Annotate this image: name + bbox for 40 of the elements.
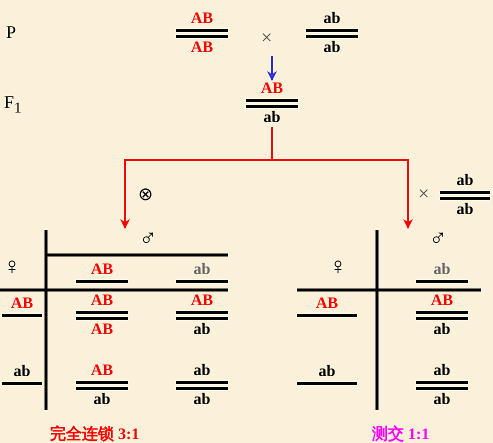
gamete-label: ab xyxy=(2,363,42,385)
text-label: 测交 1:1 xyxy=(372,425,430,443)
allele-label: ab xyxy=(322,39,342,57)
text-label: 完全连锁 3:1 xyxy=(50,425,140,443)
arrow xyxy=(267,56,277,81)
allele-label: AB xyxy=(90,292,114,310)
allele-label: AB xyxy=(260,80,284,98)
allele-label: ab xyxy=(92,391,112,409)
gamete-label: AB xyxy=(76,261,128,283)
text-label: F$_{1}$ xyxy=(4,92,22,119)
gamete-label: AB xyxy=(297,295,357,317)
allele-label: AB xyxy=(190,39,214,57)
text-label: ♂ xyxy=(429,229,447,249)
allele-label: ab xyxy=(192,391,212,409)
gamete-label: ab xyxy=(416,261,468,283)
allele-label: AB xyxy=(90,362,114,380)
allele-label: AB xyxy=(190,292,214,310)
arrow xyxy=(271,127,413,229)
allele-label: ab xyxy=(322,10,342,28)
allele-label: AB xyxy=(430,292,454,310)
text-label: ♀ xyxy=(3,257,21,277)
text-label: × xyxy=(418,184,430,204)
allele-label: ab xyxy=(262,109,282,127)
allele-label: ab xyxy=(432,391,452,409)
allele-label: ab xyxy=(192,321,212,339)
allele-label: AB xyxy=(90,321,114,339)
allele-label: ab xyxy=(432,362,452,380)
gamete-label: AB xyxy=(2,295,42,317)
gamete-label: ab xyxy=(176,261,228,283)
text-label: × xyxy=(261,28,272,48)
text-label: ⊗ xyxy=(138,184,153,204)
allele-label: ab xyxy=(192,362,212,380)
text-label: P xyxy=(6,22,16,42)
allele-label: ab xyxy=(456,201,474,219)
gamete-label: ab xyxy=(297,363,357,385)
text-label: ♀ xyxy=(329,257,347,277)
allele-label: AB xyxy=(190,10,214,28)
allele-label: ab xyxy=(432,321,452,339)
text-label: ♂ xyxy=(139,229,157,249)
allele-label: ab xyxy=(456,172,474,190)
